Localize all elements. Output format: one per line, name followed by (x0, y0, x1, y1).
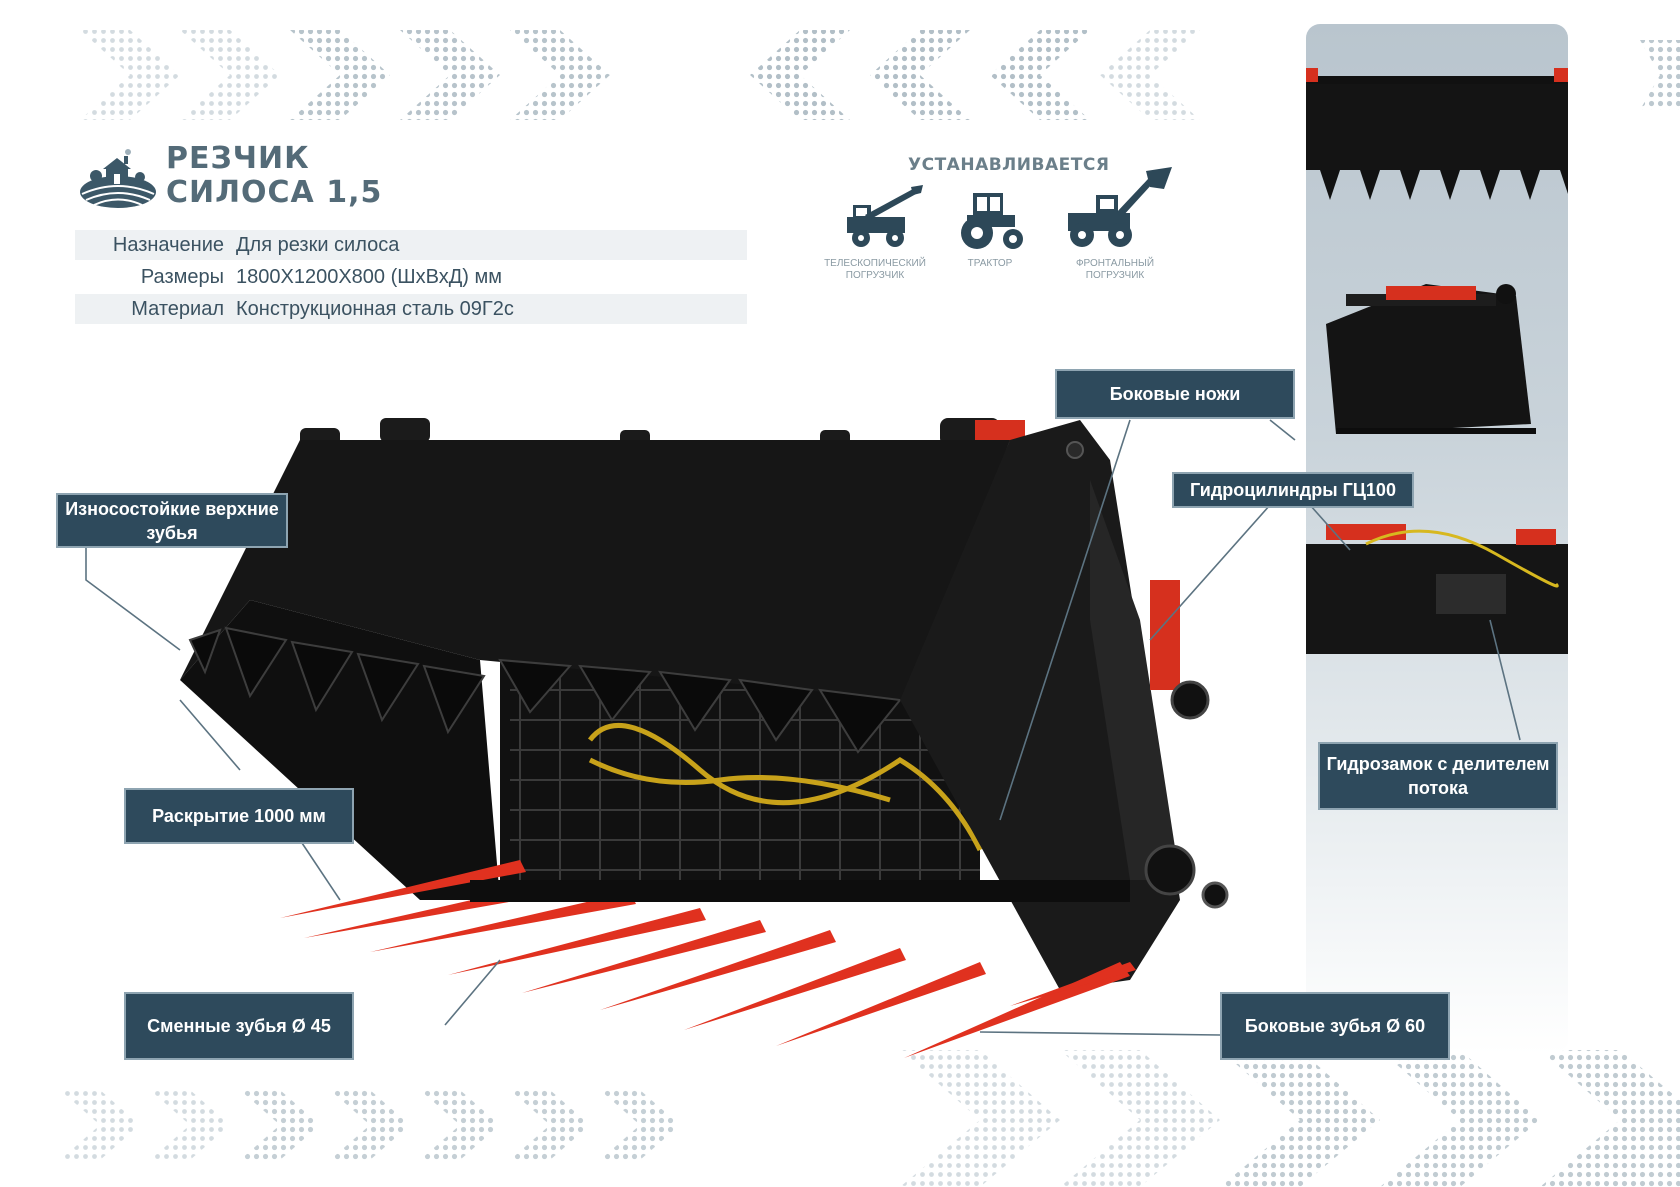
telehandler-icon (847, 185, 923, 247)
spec-label: Материал (131, 297, 224, 320)
front-loader-icon (1068, 167, 1172, 247)
spec-row-material: Материал Конструкционная сталь 09Г2с (75, 294, 747, 324)
farm-logo-icon (80, 149, 156, 208)
vehicle-caption: ТЕЛЕСКОПИЧЕСКИЙ ПОГРУЗЧИК (824, 258, 926, 281)
page-title: РЕЗЧИК СИЛОСА 1,5 (166, 142, 382, 210)
installs-title: УСТАНАВЛИВАЕТСЯ (908, 155, 1110, 175)
specs-table: Назначение Для резки силоса Размеры 1800… (75, 230, 747, 326)
spec-label: Размеры (140, 265, 224, 288)
spec-value: Конструкционная сталь 09Г2с (236, 297, 514, 320)
title-line-2: СИЛОСА 1,5 (166, 175, 383, 210)
vehicle-caption: ТРАКТОР (967, 258, 1013, 269)
side-tines (904, 962, 1136, 1058)
callout-hydrolock: Гидрозамок с делителем потока (1318, 742, 1558, 810)
spec-row-dimensions: Размеры 1800Х1200Х800 (ШхВхД) мм (75, 262, 747, 292)
spec-value: Для резки силоса (236, 233, 400, 256)
spec-row-purpose: Назначение Для резки силоса (75, 230, 747, 260)
upper-teeth-row (188, 626, 902, 754)
callout-side-teeth: Боковые зубья Ø 60 (1220, 992, 1450, 1060)
callout-opening: Раскрытие 1000 мм (124, 788, 354, 844)
vehicle-telehandler: ТЕЛЕСКОПИЧЕСКИЙ ПОГРУЗЧИК (820, 183, 930, 282)
callout-upper-teeth: Износостойкие верхние зубья (56, 493, 288, 548)
bucket-lid (180, 440, 1010, 700)
vehicle-front-loader: ФРОНТАЛЬНЫЙ ПОГРУЗЧИК (1050, 165, 1180, 282)
title-line-1: РЕЗЧИК (166, 141, 310, 176)
top-cylinder-red (975, 420, 1025, 442)
callout-side-knives: Боковые ножи (1055, 369, 1295, 419)
spec-label: Назначение (112, 233, 224, 256)
tractor-icon (961, 193, 1023, 249)
replaceable-tines (280, 860, 986, 1046)
spec-value: 1800Х1200Х800 (ШхВхД) мм (236, 265, 502, 288)
vehicle-caption: ФРОНТАЛЬНЫЙ ПОГРУЗЧИК (1075, 258, 1155, 281)
callout-cylinders: Гидроцилиндры ГЦ100 (1172, 472, 1414, 508)
vehicle-tractor: ТРАКТОР (940, 183, 1040, 270)
callout-replaceable-teeth: Сменные зубья Ø 45 (124, 992, 354, 1060)
side-views (1306, 68, 1568, 654)
